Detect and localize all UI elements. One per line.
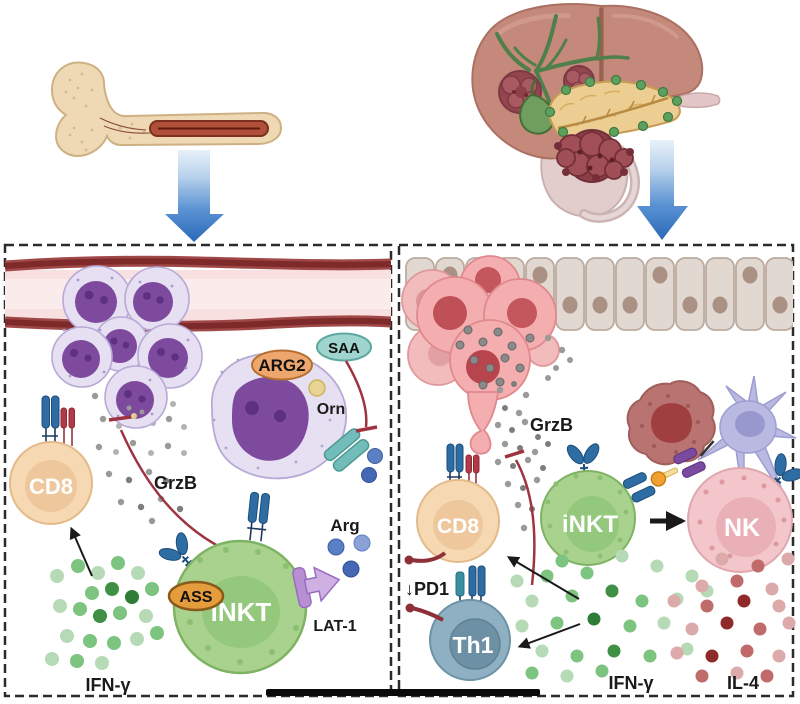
grzb-granules-right: [494, 334, 573, 532]
cd8-label-left: CD8: [29, 474, 73, 499]
ifng-label-left: IFN-γ: [86, 675, 131, 695]
grzb-label-right: GrzB: [530, 415, 573, 435]
splenic-vessel: [677, 92, 721, 109]
lat1-label: LAT-1: [313, 618, 356, 635]
cluster-speckles: [62, 276, 190, 418]
myeloma-plasma-cell: ARG2: [211, 349, 370, 480]
arg2-enzyme: [251, 349, 313, 381]
lat1-transporter: [292, 566, 341, 609]
arg-dot: [361, 467, 377, 483]
il4-label: IL-4: [727, 673, 759, 693]
ifng-label-right: IFN-γ: [609, 673, 654, 693]
inkt-cell-left: iNKT ASS: [152, 491, 341, 675]
saa-molecule: [316, 332, 372, 362]
bone-vessel-lines: [99, 117, 151, 134]
arg-dot: [342, 560, 360, 578]
inkt-cell-right: iNKT: [540, 439, 636, 566]
bone-outline: [50, 61, 283, 157]
macrophage-cell: [626, 380, 716, 466]
saa-inhibition: [344, 360, 378, 433]
cd8-cell-left: CD8: [9, 395, 93, 525]
pancreas-lymph-nodes: [544, 74, 683, 142]
ifng-dots-left: [45, 556, 164, 670]
gallbladder: [519, 93, 555, 135]
myeloma-cell: [62, 265, 132, 335]
th1-cell: Th1: [405, 565, 511, 681]
cd8-label-right: CD8: [437, 515, 479, 538]
nk-nucleus: [716, 497, 776, 557]
inkt-nucleus: [565, 496, 619, 552]
pancreatic-tumor: [554, 129, 634, 183]
nk-label: NK: [724, 514, 760, 542]
arrow-to-cd8: [506, 556, 580, 600]
myeloma-cell-cluster: [51, 265, 203, 429]
inkt-label-right: iNKT: [562, 511, 618, 538]
down-arrow-right: [637, 140, 688, 240]
saa-label: SAA: [328, 340, 360, 357]
myeloma-cell: [104, 365, 168, 429]
inkt-speckles: [545, 473, 629, 559]
tumor-teardrop: [467, 391, 500, 455]
cd8-cell-right: CD8: [404, 443, 500, 565]
tcr-blue: [446, 443, 464, 486]
arg-label: Arg: [330, 516, 359, 535]
grzb-label-left: GrzB: [154, 473, 197, 493]
orn-label: Orn: [317, 401, 345, 418]
dc-nucleus: [735, 411, 765, 437]
antigen-presentation-complex: [622, 440, 715, 503]
activation-arrow-ifng-cd8: [69, 526, 93, 577]
pd1-down-label: ↓PD1: [405, 579, 449, 599]
arg-dot: [327, 538, 345, 556]
inkt-speckles: [187, 547, 303, 665]
il4-dots: [667, 552, 796, 683]
tcr-blue: [247, 491, 271, 542]
nk-cell: NK: [687, 447, 800, 573]
arg-dot: [367, 448, 383, 464]
inhibition-arrow-right: [504, 449, 536, 586]
nk-speckles: [697, 475, 787, 559]
myeloma-cell: [51, 326, 113, 388]
granules-in-tumor: [455, 325, 535, 390]
transporter-channel: [323, 428, 370, 472]
pancreatic-tumor-cluster: [401, 255, 560, 455]
arg-dot: [353, 534, 371, 552]
blood-vessel: [5, 255, 391, 332]
arrow-to-th1: [517, 623, 581, 649]
arg2-label: ARG2: [258, 356, 305, 375]
th1-label: Th1: [453, 632, 494, 658]
pd1-receptor: [411, 551, 447, 563]
ass-enzyme: [167, 580, 225, 612]
liver-pancreas-illustration: [471, 3, 721, 223]
pancreatic-duct: [557, 96, 669, 130]
ifng-dots-right: [510, 549, 714, 683]
plasma-nucleus: [232, 377, 309, 461]
ass-label: ASS: [180, 589, 213, 606]
lipid-antigen: [650, 471, 667, 487]
ornithine-molecule: [308, 379, 326, 397]
bone-marrow-illustration: [50, 61, 283, 157]
scale-bar: [266, 689, 540, 696]
down-arrow-left: [165, 150, 224, 242]
tcr-red: [60, 407, 75, 446]
